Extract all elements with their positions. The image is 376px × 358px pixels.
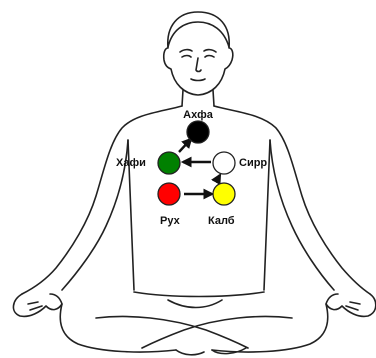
seated-figure — [13, 12, 375, 355]
right-hand — [326, 294, 376, 316]
right-hand-fingers — [346, 302, 360, 310]
left-hand-fingers — [28, 302, 42, 310]
point-khafi — [158, 152, 180, 174]
neck-right — [213, 90, 214, 106]
eyebrow-right — [204, 50, 216, 52]
left-hand — [13, 294, 62, 316]
neck-left — [182, 90, 183, 106]
waist — [134, 292, 264, 297]
label-sirr: Сирр — [239, 157, 267, 169]
label-kalb: Калб — [208, 215, 235, 227]
left-foot — [176, 350, 204, 355]
point-sirr — [213, 152, 235, 174]
eyebrow-left — [180, 50, 192, 52]
lap-fold — [168, 300, 222, 308]
nose — [196, 58, 201, 72]
head-outline — [164, 12, 233, 95]
mouth — [191, 79, 205, 81]
label-rukh: Рух — [160, 215, 181, 227]
label-khafi: Хафи — [116, 157, 146, 169]
right-thigh — [212, 304, 328, 352]
point-akhfa — [187, 121, 209, 143]
right-arm-inner — [270, 140, 334, 290]
eye-left — [182, 56, 191, 58]
arrow-khafi-to-akhfa — [179, 139, 191, 152]
right-arm-outline — [214, 106, 370, 294]
eye-right — [205, 56, 214, 58]
left-shin — [96, 317, 248, 349]
left-thigh — [60, 304, 176, 352]
point-kalb — [213, 183, 235, 205]
right-shin — [142, 317, 292, 349]
point-rukh — [158, 183, 180, 205]
label-akhfa: Ахфа — [183, 109, 214, 121]
hair-outline — [168, 22, 229, 47]
left-arm-outline — [22, 106, 182, 294]
arrow-kalb-to-sirr — [216, 175, 220, 182]
